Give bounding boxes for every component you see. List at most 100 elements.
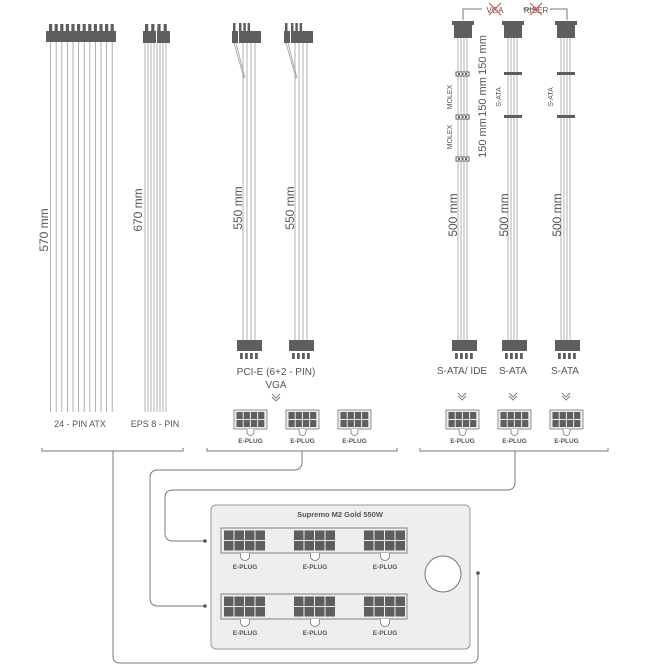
strike-icon: [488, 2, 543, 16]
molex-tap2: MOLEX: [447, 124, 454, 149]
eplug-pin: [470, 412, 477, 419]
eplug-latch: [298, 429, 307, 436]
psu-eplug-pin: [385, 607, 395, 617]
psu-eplug-label: E-PLUG: [233, 564, 258, 571]
psu-eplug-latch: [310, 619, 320, 627]
pcie-end-pin: [292, 353, 295, 359]
psu-eplug-pin: [245, 596, 255, 606]
pcie-cable-2: [284, 23, 314, 359]
eplug-pin: [236, 412, 243, 419]
eplug-pin: [295, 420, 302, 427]
psu-eplug-pin: [325, 596, 335, 606]
pcie-label: PCI-E (6+2 - PIN): [237, 367, 316, 378]
molex-tap1: MOLEX: [447, 84, 454, 109]
eplug-pin: [574, 420, 581, 427]
molex-length-main: 500 mm: [446, 193, 460, 236]
molex-tap-pin: [461, 116, 464, 118]
psu-eplug-pin: [245, 530, 255, 540]
connection-dot-right: [476, 571, 480, 575]
psu-eplug-pin: [325, 530, 335, 540]
atx-pin: [88, 24, 92, 31]
psu-eplug-pin: [315, 607, 325, 617]
top-connector-cap: [502, 21, 524, 25]
psu-eplug-pin: [304, 541, 314, 551]
eplug-connector: E-PLUG: [549, 409, 584, 445]
sata1-end-label: S-ATA: [499, 366, 527, 377]
molex-tap-pin: [458, 158, 460, 160]
psu-eplug: E-PLUG: [294, 596, 335, 637]
eplug-pin: [566, 412, 574, 419]
pcie-end-connector: [237, 340, 262, 351]
end-pin: [510, 353, 513, 359]
atx-pin: [49, 24, 53, 31]
bracket-main-cables: [41, 448, 184, 452]
eps-pin: [145, 24, 149, 31]
eplug-pin: [470, 420, 477, 427]
eplug-pin: [250, 412, 258, 419]
molex-length-seg2: 150 mm: [477, 77, 489, 117]
end-connector: [502, 340, 527, 351]
eplug-pin: [552, 420, 559, 427]
pcie-pin: [239, 23, 242, 31]
eplug-pin: [362, 412, 369, 419]
pcie-end-pin: [302, 353, 305, 359]
psu-eplug-pin: [294, 607, 304, 617]
psu-eplug-pin: [224, 530, 234, 540]
eplug-pin: [514, 420, 522, 427]
end-pin: [505, 353, 508, 359]
psu-eplug-pin: [364, 541, 374, 551]
eplug-pin: [340, 412, 347, 419]
psu-eplug-pin: [224, 541, 234, 551]
psu-eplug-pin: [374, 607, 384, 617]
psu-eplug-pin: [224, 596, 234, 606]
psu-eplug-pin: [255, 596, 265, 606]
double-chevron-down-icon: [561, 392, 571, 401]
eplug-pin: [455, 420, 462, 427]
eplug-pin: [258, 412, 265, 419]
psu-eplug: E-PLUG: [364, 596, 405, 637]
psu-title: Supremo M2 Gold 550W: [297, 510, 384, 519]
end-pin: [470, 353, 473, 359]
eplug-latch: [246, 429, 255, 436]
psu-eplug-pin: [315, 530, 325, 540]
sata2-tap: S-ATA: [548, 87, 555, 107]
psu-eplug-pin: [304, 607, 314, 617]
pcie-sublabel: VGA: [265, 380, 286, 391]
top-connector: [504, 25, 522, 38]
eplug-pin: [559, 420, 566, 427]
psu-eplug-pin: [395, 596, 405, 606]
top-connector-line: [462, 8, 568, 20]
psu-eplug-label: E-PLUG: [373, 630, 398, 637]
eplug-pin: [354, 412, 362, 419]
pcie1-length: 550 mm: [231, 186, 245, 229]
psu-eplug-latch: [380, 619, 390, 627]
eplug-connector: E-PLUG: [337, 409, 372, 445]
eplug-pin: [507, 420, 514, 427]
pcie-end-pin: [250, 353, 253, 359]
pcie-pin: [233, 23, 236, 31]
sata2-end-label: S-ATA: [551, 366, 579, 377]
eplug-pin: [455, 412, 462, 419]
eplug-label: E-PLUG: [502, 438, 527, 445]
eplug-pin: [507, 412, 514, 419]
eps-pin: [151, 24, 155, 31]
top-connector: [454, 25, 472, 38]
psu-eplug: E-PLUG: [364, 530, 405, 571]
eplug-pin: [288, 412, 295, 419]
psu-eplug-pin: [395, 530, 405, 540]
sata2-length: 500 mm: [550, 193, 564, 236]
fan-circle-icon: [424, 555, 462, 593]
eplug-latch: [458, 429, 467, 436]
pcie-pin: [247, 23, 251, 31]
molex-tap-pin: [465, 158, 467, 160]
atx24-length: 570 mm: [37, 208, 51, 251]
double-chevron-down-icon: [508, 392, 518, 401]
eplug-pin: [522, 420, 529, 427]
pcie-pin: [285, 23, 288, 31]
eplug-pin: [354, 420, 362, 427]
psu-eplug-pin: [245, 541, 255, 551]
eplug-label: E-PLUG: [290, 438, 315, 445]
